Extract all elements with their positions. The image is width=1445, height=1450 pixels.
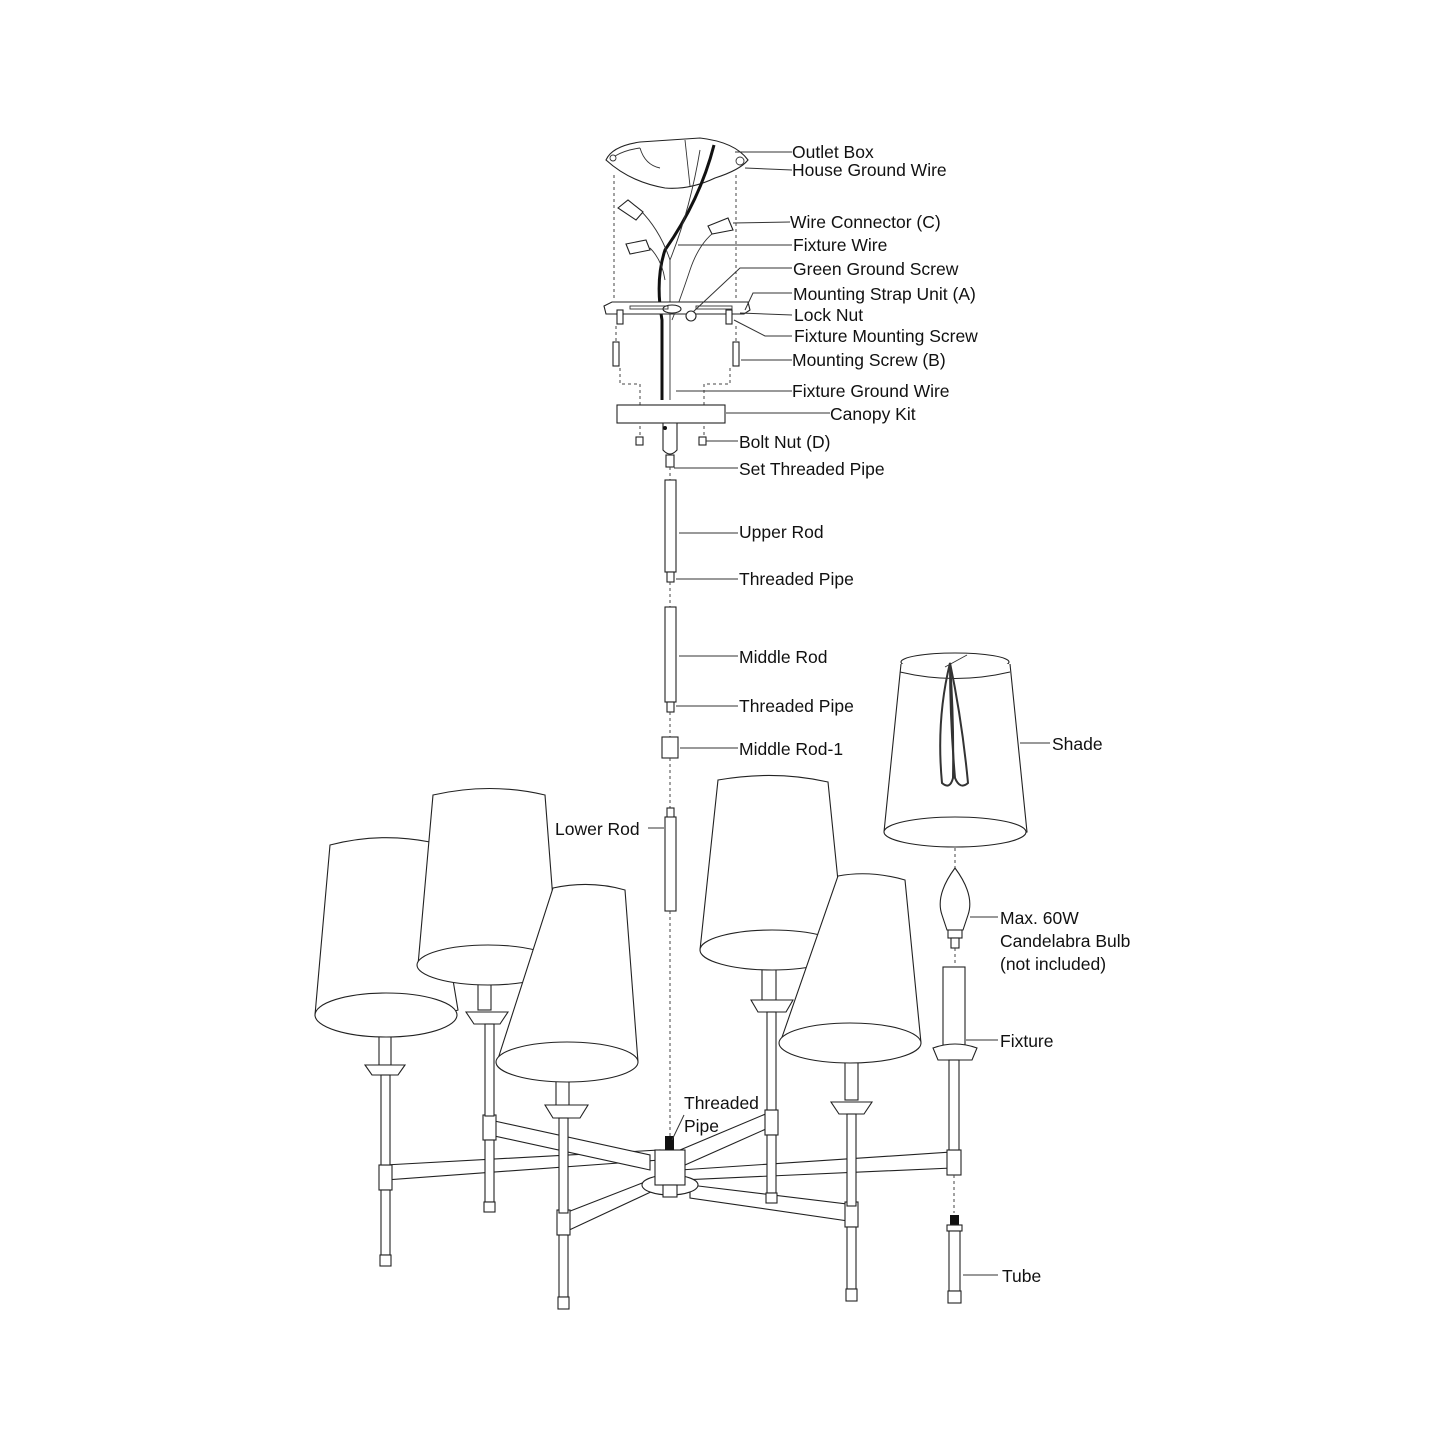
label-lower-rod: Lower Rod [555,819,640,839]
label-bulb-line3: (not included) [1000,954,1107,974]
label-wire-connector: Wire Connector (C) [790,212,941,232]
chandelier-shades [314,774,922,1214]
outlet-box-drawing [605,137,749,189]
set-threaded-pipe-icon [665,454,675,468]
tube-drawing [946,1215,963,1304]
label-threaded-pipe-center-line2: Pipe [684,1116,720,1136]
chandelier-legs [378,1109,962,1310]
label-shade: Shade [1052,734,1103,754]
label-fixture-ground-wire: Fixture Ground Wire [792,381,950,401]
label-fixture: Fixture [1000,1031,1054,1051]
label-mounting-screw: Mounting Screw (B) [792,350,946,370]
label-threaded-pipe-center-line1: Threaded [684,1093,759,1113]
mounting-strap-drawing [603,301,751,325]
middle-rod-1-drawing [661,736,679,759]
label-fixture-mounting-screw: Fixture Mounting Screw [794,326,978,346]
label-bulb-line2: Candelabra Bulb [1000,931,1131,951]
middle-rod-drawing [664,606,677,703]
label-set-threaded-pipe: Set Threaded Pipe [739,459,885,479]
label-house-ground-wire: House Ground Wire [792,160,947,180]
upper-rod-drawing [664,479,677,573]
label-outlet-box: Outlet Box [792,142,874,162]
label-tube: Tube [1002,1266,1042,1286]
leader-lines [648,151,1050,1276]
exploded-shade-drawing [883,652,1028,848]
label-bulb-line1: Max. 60W [1000,908,1079,928]
exploded-fixture-drawing [932,966,978,1151]
label-middle-rod: Middle Rod [739,647,828,667]
label-middle-rod-1: Middle Rod-1 [739,739,844,759]
chandelier-arms [384,1109,953,1233]
label-lock-nut: Lock Nut [794,305,864,325]
bolt-nut-right-icon [698,436,707,446]
candelabra-bulb-icon [939,867,971,949]
label-green-ground-screw: Green Ground Screw [793,259,959,279]
label-bolt-nut: Bolt Nut (D) [739,432,831,452]
label-threaded-pipe-middle: Threaded Pipe [739,696,854,716]
lower-rod-drawing [664,816,677,912]
bolt-nut-left-icon [635,436,644,446]
canopy-kit-drawing [616,404,726,424]
label-threaded-pipe-upper: Threaded Pipe [739,569,854,589]
label-mounting-strap-unit: Mounting Strap Unit (A) [793,284,976,304]
label-canopy-kit: Canopy Kit [830,404,916,424]
mounting-screw-left-icon [612,341,620,367]
black-wire [657,144,716,400]
mounting-screw-right-icon [732,341,740,367]
label-fixture-wire: Fixture Wire [793,235,888,255]
wire-connector-icons [617,199,734,255]
label-upper-rod: Upper Rod [739,522,824,542]
